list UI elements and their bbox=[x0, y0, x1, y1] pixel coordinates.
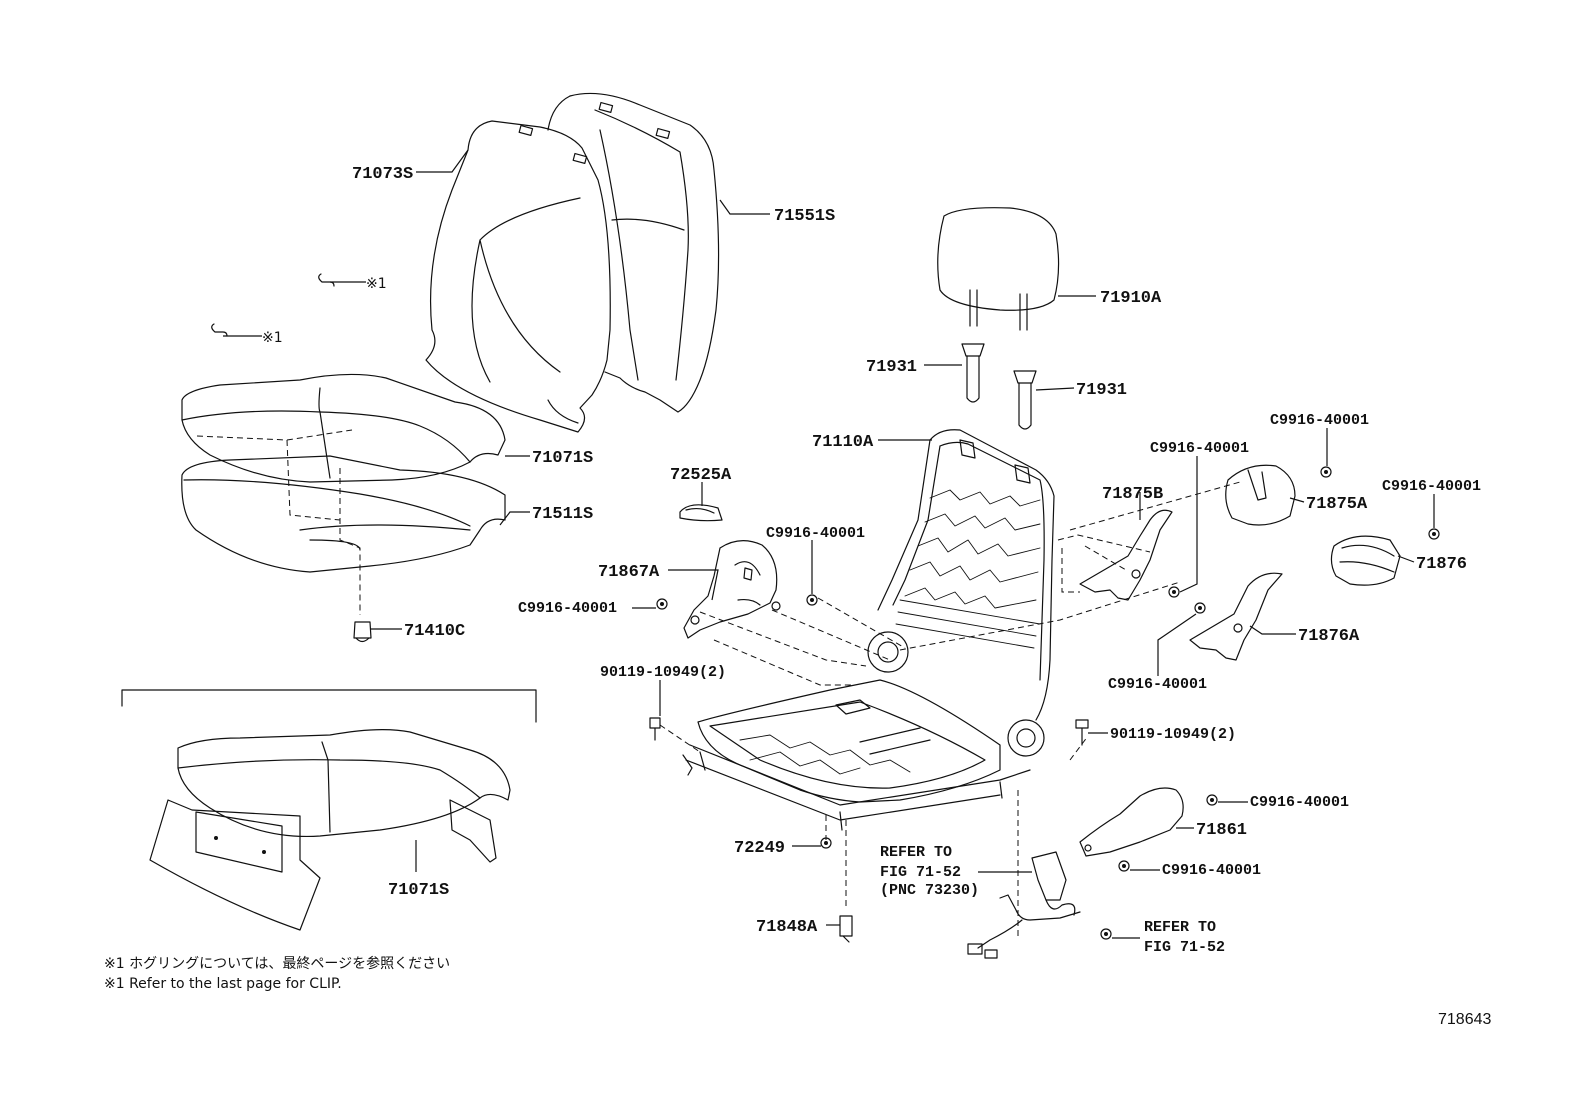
refer-upper-line3: (PNC 73230) bbox=[880, 882, 979, 899]
headrest-drawing bbox=[937, 207, 1060, 331]
clip-mark-lower: ※1 bbox=[262, 330, 283, 346]
clip-mark-labels: ※1 ※1 bbox=[262, 276, 387, 346]
label-71861: 71861 bbox=[1196, 821, 1247, 840]
label-c9916-c: C9916-40001 bbox=[1382, 478, 1481, 495]
label-71073S: 71073S bbox=[352, 165, 413, 184]
clip-mark-upper: ※1 bbox=[366, 276, 387, 292]
label-72525A: 72525A bbox=[670, 466, 732, 485]
illustration-id: 718643 bbox=[1438, 1011, 1491, 1028]
label-c9916-g: C9916-40001 bbox=[1250, 794, 1349, 811]
cover-71875a-drawing bbox=[1225, 464, 1296, 526]
clip-icon-upper bbox=[318, 273, 335, 287]
label-71410C: 71410C bbox=[404, 622, 465, 641]
label-71848A: 71848A bbox=[756, 918, 818, 937]
label-72249: 72249 bbox=[734, 839, 785, 858]
footnote-japanese: ※1 ホグリングについては、最終ページを参照ください bbox=[104, 955, 450, 972]
refer-upper: REFER TO FIG 71-52 (PNC 73230) bbox=[880, 844, 979, 899]
label-c9916-b: C9916-40001 bbox=[1270, 412, 1369, 429]
leader-lines bbox=[223, 149, 1435, 939]
label-71551S: 71551S bbox=[774, 207, 835, 226]
footnotes: ※1 ホグリングについては、最終ページを参照ください ※1 Refer to t… bbox=[104, 955, 450, 992]
label-71875B: 71875B bbox=[1102, 485, 1163, 504]
refer-upper-line2: FIG 71-52 bbox=[880, 864, 961, 881]
footnote-english: ※1 Refer to the last page for CLIP. bbox=[104, 976, 342, 992]
seatback-pad-drawing bbox=[547, 92, 720, 413]
refer-lower: REFER TO FIG 71-52 bbox=[1144, 919, 1225, 956]
headrest-support-right-drawing bbox=[1013, 370, 1037, 430]
label-71071S-inset: 71071S bbox=[388, 881, 449, 900]
label-71875A: 71875A bbox=[1306, 495, 1368, 514]
seat-cushion-pad-drawing bbox=[181, 455, 506, 573]
seatback-cover-drawing bbox=[425, 120, 611, 433]
label-71876A: 71876A bbox=[1298, 627, 1360, 646]
label-71931-left: 71931 bbox=[866, 358, 917, 377]
label-c9916-d: C9916-40001 bbox=[766, 525, 865, 542]
cover-71876-drawing bbox=[1330, 535, 1401, 586]
label-71511S: 71511S bbox=[532, 505, 593, 524]
fastener-screw-icons bbox=[649, 466, 1440, 943]
label-90119-right: 90119-10949(2) bbox=[1110, 726, 1236, 743]
label-71071S-top: 71071S bbox=[532, 449, 593, 468]
fastener-labels: 90119-10949(2) 90119-10949(2) C9916-4000… bbox=[518, 412, 1481, 879]
side-shield-71867a-drawing bbox=[683, 540, 781, 639]
inner-shield-71875b-drawing bbox=[1079, 509, 1173, 601]
seatbelt-buckle-drawing bbox=[967, 851, 1081, 959]
cushion-alignment-lines bbox=[196, 429, 361, 615]
clip-72525a-drawing bbox=[679, 504, 723, 522]
cushion-fastener-drawing bbox=[353, 621, 372, 643]
refer-upper-line1: REFER TO bbox=[880, 844, 952, 861]
clip-icon-lower bbox=[211, 323, 228, 337]
label-71867A: 71867A bbox=[598, 563, 660, 582]
refer-lower-line1: REFER TO bbox=[1144, 919, 1216, 936]
part-labels: 71073S 71551S 71910A 71931 71931 71071S … bbox=[352, 165, 1467, 937]
label-71931-right: 71931 bbox=[1076, 381, 1127, 400]
label-71876: 71876 bbox=[1416, 555, 1467, 574]
refer-lower-line2: FIG 71-52 bbox=[1144, 939, 1225, 956]
label-71910A: 71910A bbox=[1100, 289, 1162, 308]
label-90119-left: 90119-10949(2) bbox=[600, 664, 726, 681]
label-c9916-e: C9916-40001 bbox=[518, 600, 617, 617]
cover-71861-drawing bbox=[1079, 787, 1184, 857]
headrest-support-left-drawing bbox=[961, 343, 985, 403]
seat-cushion-cover-drawing bbox=[181, 373, 506, 483]
seat-frame-drawing bbox=[682, 429, 1055, 831]
inset-variant-box bbox=[121, 689, 537, 931]
label-c9916-f: C9916-40001 bbox=[1108, 676, 1207, 693]
label-71110A: 71110A bbox=[812, 433, 874, 452]
shield-71876a-drawing bbox=[1189, 572, 1283, 661]
label-c9916-h: C9916-40001 bbox=[1162, 862, 1261, 879]
label-c9916-a: C9916-40001 bbox=[1150, 440, 1249, 457]
